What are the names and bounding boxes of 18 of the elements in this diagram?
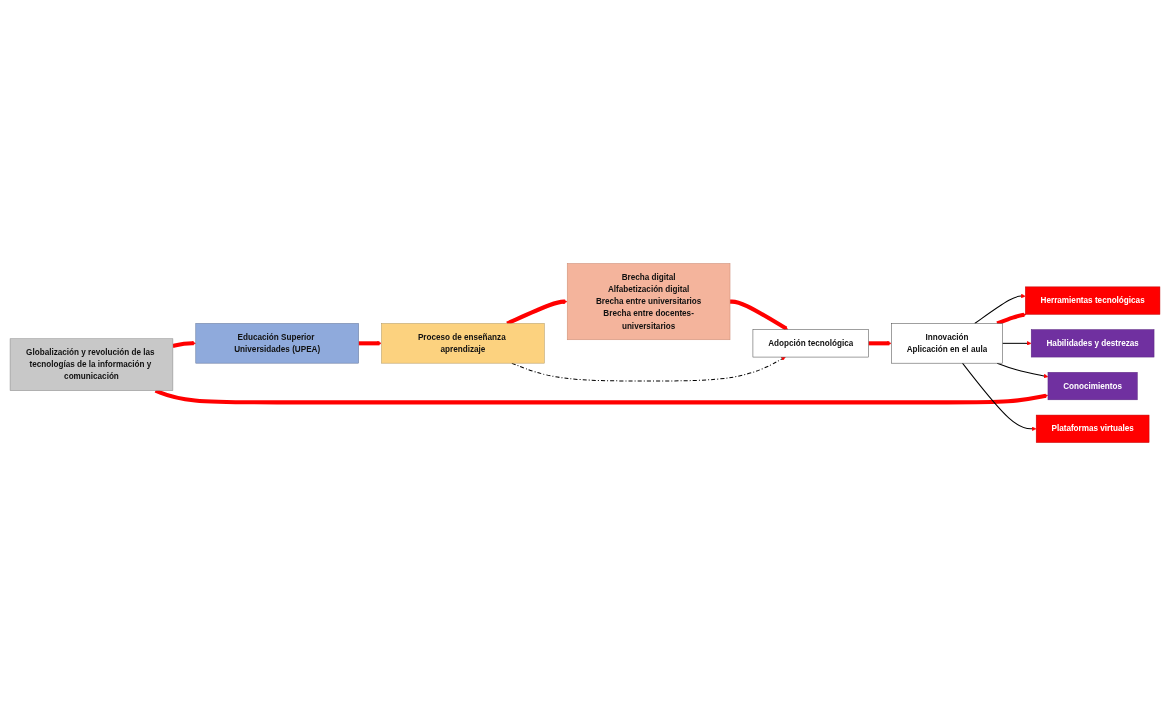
arrow xyxy=(868,341,892,346)
node-box: Adopción tecnológica xyxy=(752,329,869,358)
node-box: Educación Superior Universidades (UPEA) xyxy=(195,323,359,364)
node-box: Plataformas virtuales xyxy=(1035,414,1150,443)
arrow xyxy=(961,362,1037,432)
node-box: Proceso de enseñanza aprendizaje xyxy=(381,323,545,364)
node-box: Innovación Aplicación en el aula xyxy=(891,323,1003,364)
arrow xyxy=(172,341,196,348)
node-box: Herramientas tecnológicas xyxy=(1025,286,1161,315)
arrow xyxy=(729,299,789,331)
arrow xyxy=(996,312,1027,326)
arrow xyxy=(358,341,382,346)
node-box: Conocimientos xyxy=(1047,372,1138,401)
node-box: Globalización y revolución de las tecnologías de la información y comunicación xyxy=(9,338,174,391)
node-box: Habilidades y destrezas xyxy=(1030,329,1155,358)
arrow xyxy=(1001,341,1032,346)
arrow xyxy=(974,293,1026,324)
node-box: Brecha digital Alfabetización digital Brecha entre universitarios Brecha entre docentes-universitarios xyxy=(566,263,731,341)
